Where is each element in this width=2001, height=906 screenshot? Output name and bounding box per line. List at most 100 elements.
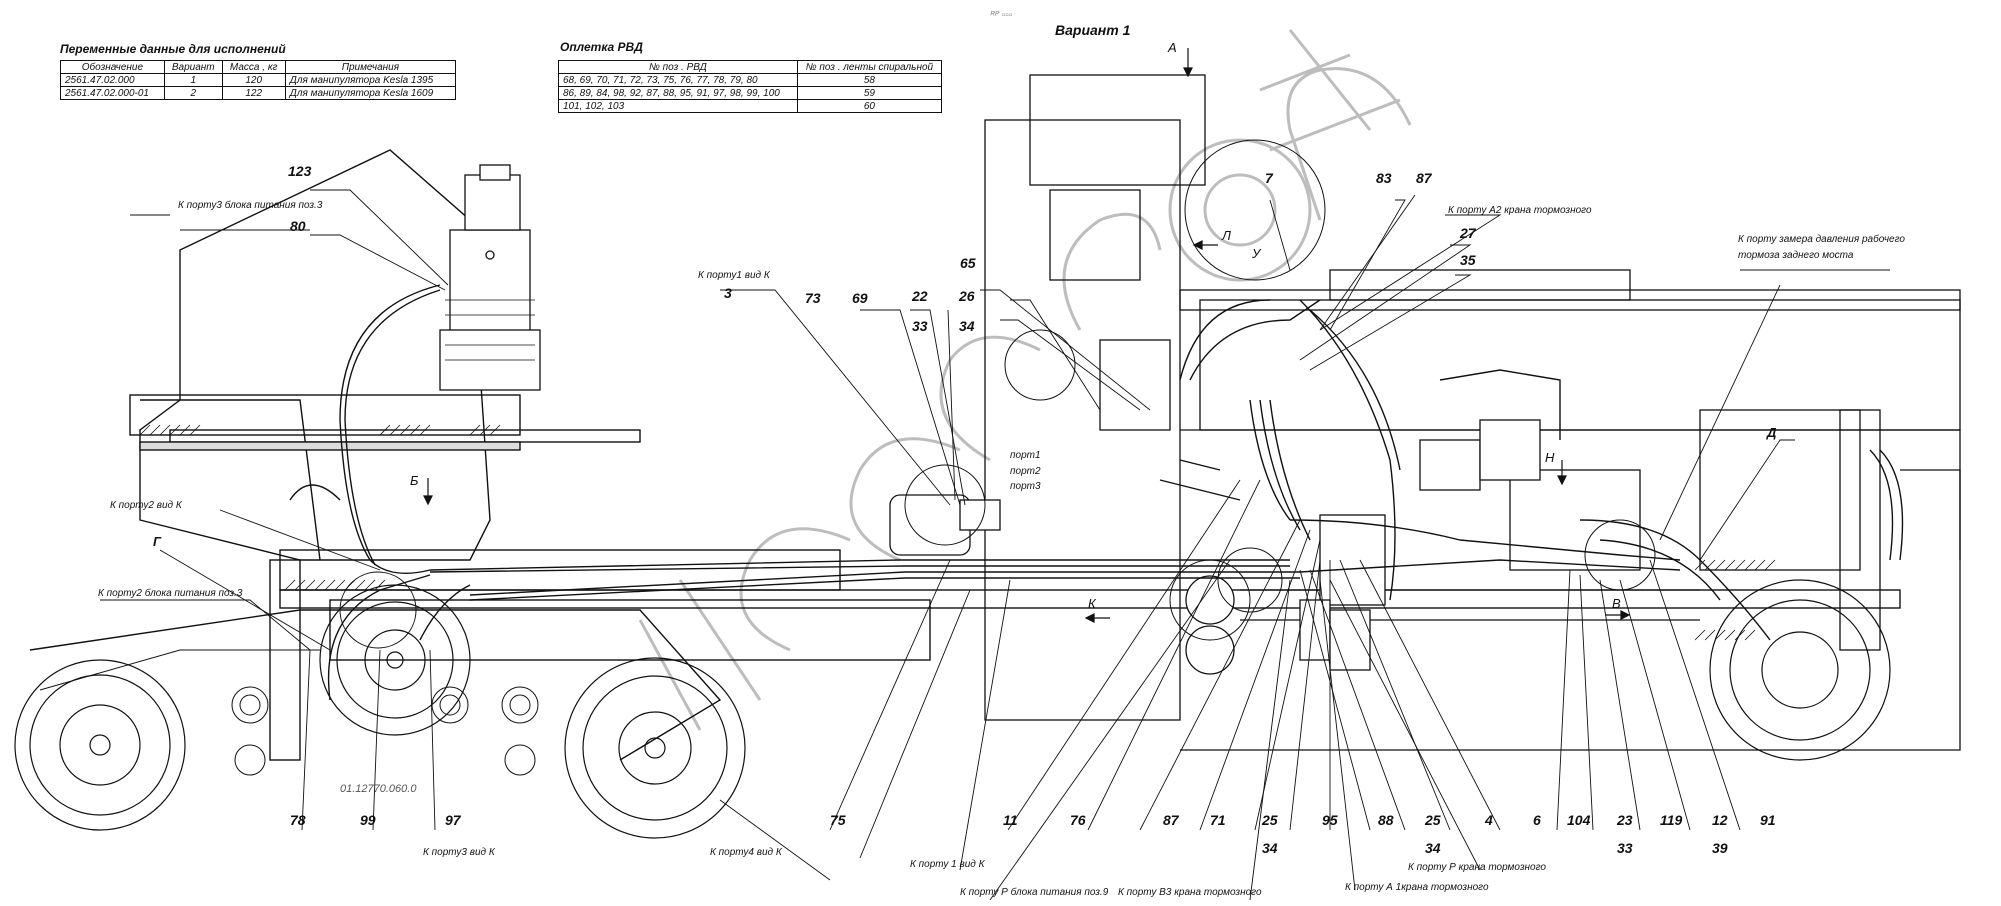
header-hose-pos: № поз . РВД: [558, 60, 798, 74]
view-label-k: К: [1088, 596, 1096, 611]
frame-hatching-left: [139, 424, 501, 591]
cell-tape-pos: 60: [796, 99, 943, 113]
note-port1-view-k-top: К порту1 вид К: [698, 270, 770, 281]
table-row: 2561.47.02.000 1 120 Для манипулятора Ke…: [60, 73, 457, 87]
cell-hose-list: 101, 102, 103: [558, 99, 798, 113]
callout-34-top: 34: [959, 318, 975, 334]
callout-34-left: 34: [1262, 840, 1278, 856]
note-rear-brake-1: К порту замера давления рабочего: [1738, 234, 1905, 245]
callout-39: 39: [1712, 840, 1728, 856]
port-label-2: порт2: [1010, 466, 1041, 477]
callout-27: 27: [1460, 225, 1476, 241]
rear-wheel: [1709, 579, 1891, 761]
note-port1-view-k-bottom: К порту 1 вид К: [910, 859, 985, 870]
callout-88: 88: [1378, 812, 1394, 828]
cell-notes: Для манипулятора Kesla 1609: [284, 86, 457, 100]
callout-7: 7: [1265, 170, 1273, 186]
callout-71: 71: [1210, 812, 1226, 828]
front-wheel: [564, 657, 746, 839]
note-port-a2-brake: К порту А2 крана тормозного: [1448, 205, 1592, 216]
view-label-n: Н: [1545, 450, 1555, 465]
callout-75: 75: [830, 812, 846, 828]
callout-4: 4: [1485, 812, 1493, 828]
note-port-p-brake: К порту Р крана тормозного: [1408, 862, 1546, 873]
callout-35: 35: [1460, 252, 1476, 268]
cell-tape-pos: 59: [796, 86, 943, 100]
view-label-b: Б: [410, 473, 419, 488]
header-mass: Масса , кг: [221, 60, 286, 74]
view-label-a: А: [1168, 40, 1177, 55]
callout-97: 97: [445, 812, 461, 828]
cell-tape-pos: 58: [796, 73, 943, 87]
variant-title: Вариант 1: [1055, 22, 1131, 38]
cell-notes: Для манипулятора Kesla 1395: [284, 73, 457, 87]
detail-circles: [339, 139, 1656, 649]
note-port-b3-brake: К порту В3 крана тормозного: [1118, 887, 1262, 898]
callout-78: 78: [290, 812, 306, 828]
cell-variant: 1: [163, 73, 223, 87]
view-label-d: Д: [1767, 425, 1777, 440]
view-label-l: Л: [1222, 228, 1231, 243]
callout-12: 12: [1712, 812, 1728, 828]
note-port-p-supply: К порту Р блока питания поз.9: [960, 887, 1109, 898]
callout-33-bottom: 33: [1617, 840, 1633, 856]
view-arrows: [423, 48, 1631, 623]
callout-104: 104: [1567, 812, 1591, 828]
hydraulic-hoses: [327, 284, 1904, 701]
header-tape-pos: № поз . ленты спиральной: [796, 60, 943, 74]
braid-table: № поз . РВД № поз . ленты спиральной 68,…: [558, 60, 943, 113]
table-header-row: № поз . РВД № поз . ленты спиральной: [558, 60, 943, 74]
view-label-g: Г: [153, 534, 161, 549]
brake-valve-block: [889, 339, 1541, 675]
callout-123: 123: [288, 163, 312, 179]
callout-34-right: 34: [1425, 840, 1441, 856]
note-port2-view-k: К порту2 вид К: [110, 500, 182, 511]
frame-hatching-right: [1694, 559, 1776, 641]
cell-designation: 2561.47.02.000: [60, 73, 165, 87]
upper-left-motor: [439, 164, 541, 391]
callout-6: 6: [1533, 812, 1541, 828]
callout-99: 99: [360, 812, 376, 828]
callout-119: 119: [1660, 812, 1683, 828]
cell-variant: 2: [163, 86, 223, 100]
leader-lines: [100, 189, 1890, 901]
table-row: 101, 102, 103 60: [558, 99, 943, 113]
table-row: 86, 89, 84, 98, 92, 87, 88, 95, 91, 97, …: [558, 86, 943, 100]
cell-hose-list: 68, 69, 70, 71, 72, 73, 75, 76, 77, 78, …: [558, 73, 798, 87]
callout-83: 83: [1376, 170, 1392, 186]
note-port4-view-k: К порту4 вид К: [710, 847, 782, 858]
part-number-label: 01.12770.060.0: [340, 783, 417, 795]
callout-25-right: 25: [1425, 812, 1441, 828]
header-designation: Обозначение: [60, 60, 165, 74]
callout-23: 23: [1617, 812, 1633, 828]
watermark: [638, 29, 1412, 731]
table-row: 68, 69, 70, 71, 72, 73, 75, 76, 77, 78, …: [558, 73, 943, 87]
view-label-u: У: [1252, 246, 1261, 261]
braid-table-title: Оплетка РВД: [560, 40, 643, 54]
callout-87-top: 87: [1416, 170, 1432, 186]
cell-designation: 2561.47.02.000-01: [60, 86, 165, 100]
bogie-circles: [231, 686, 539, 776]
callout-95: 95: [1322, 812, 1338, 828]
callout-3: 3: [724, 285, 732, 301]
port-label-1: порт1: [1010, 450, 1041, 461]
callout-33-top: 33: [912, 318, 928, 334]
callout-91: 91: [1760, 812, 1776, 828]
callout-87-bottom: 87: [1163, 812, 1179, 828]
note-port3-view-k: К порту3 вид К: [423, 847, 495, 858]
view-label-v: В: [1612, 596, 1621, 611]
header-notes: Примечания: [284, 60, 457, 74]
callout-25-left: 25: [1262, 812, 1278, 828]
left-wheel: [14, 659, 186, 831]
callout-69: 69: [852, 290, 868, 306]
note-rear-brake-2: тормоза заднего моста: [1738, 250, 1854, 261]
callout-80: 80: [290, 218, 306, 234]
note-port3-supply: К порту3 блока питания поз.3: [178, 200, 323, 211]
table-row: 2561.47.02.000-01 2 122 Для манипулятора…: [60, 86, 457, 100]
cell-mass: 120: [221, 73, 286, 87]
cell-mass: 122: [221, 86, 286, 100]
table-header-row: Обозначение Вариант Масса , кг Примечани…: [60, 60, 457, 74]
callout-22: 22: [912, 288, 928, 304]
variants-table-title: Переменные данные для исполнений: [60, 42, 286, 56]
